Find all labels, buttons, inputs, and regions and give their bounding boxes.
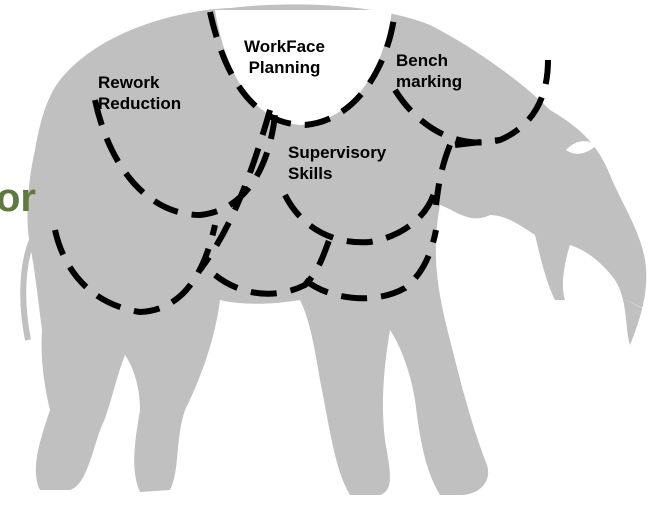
label-supervisory-line1: Supervisory [288,143,387,162]
label-supervisory-line2: Skills [288,164,333,183]
dash-right-connector [454,137,501,148]
dash-center-line [197,109,273,272]
label-rework-reduction: Rework Reduction [98,72,181,114]
dash-lower-right-arc [303,229,439,302]
dash-lower-middle-arc [213,236,333,297]
dash-supervisory-arc [282,189,438,246]
label-workface-line2: Planning [248,58,321,77]
label-rework-line2: Reduction [98,94,182,113]
elephant-eye [566,141,596,154]
elephant-tail [20,238,35,341]
label-supervisory-skills: Supervisory Skills [288,142,386,184]
label-bench-line1: Bench [396,51,448,70]
label-workface-line1: WorkFace [244,37,325,56]
dash-right-line [433,143,453,206]
workface-cutout [215,10,392,125]
elephant-silhouette [27,4,647,495]
dash-rework-arc [92,99,278,219]
label-benchmarking: Bench marking [396,50,462,92]
label-bench-line2: marking [396,72,463,91]
edge-text-fragment: or [0,176,36,220]
label-workface-planning: WorkFace Planning [244,36,325,78]
segment-dashes [52,9,551,316]
label-rework-line1: Rework [98,73,160,92]
dash-workface-arc [207,9,398,129]
